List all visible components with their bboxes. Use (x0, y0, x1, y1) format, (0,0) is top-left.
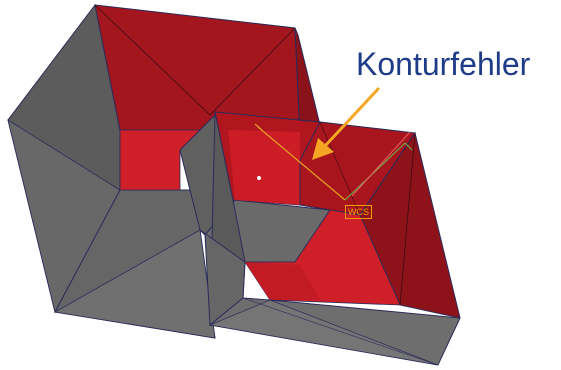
inner-bottom-wall-facet (208, 299, 439, 366)
construction-lines (254, 123, 413, 201)
outer-back-wall (94, 4, 301, 136)
annotation-arrow (312, 86, 381, 160)
inner-lower-red (245, 262, 320, 300)
wcs-badge: WCS (345, 205, 372, 219)
outer-right-wall (294, 27, 321, 136)
origin-marker (257, 176, 261, 180)
inner-back-wall-bright (228, 130, 300, 205)
annotation-label: Konturfehler (356, 46, 531, 82)
